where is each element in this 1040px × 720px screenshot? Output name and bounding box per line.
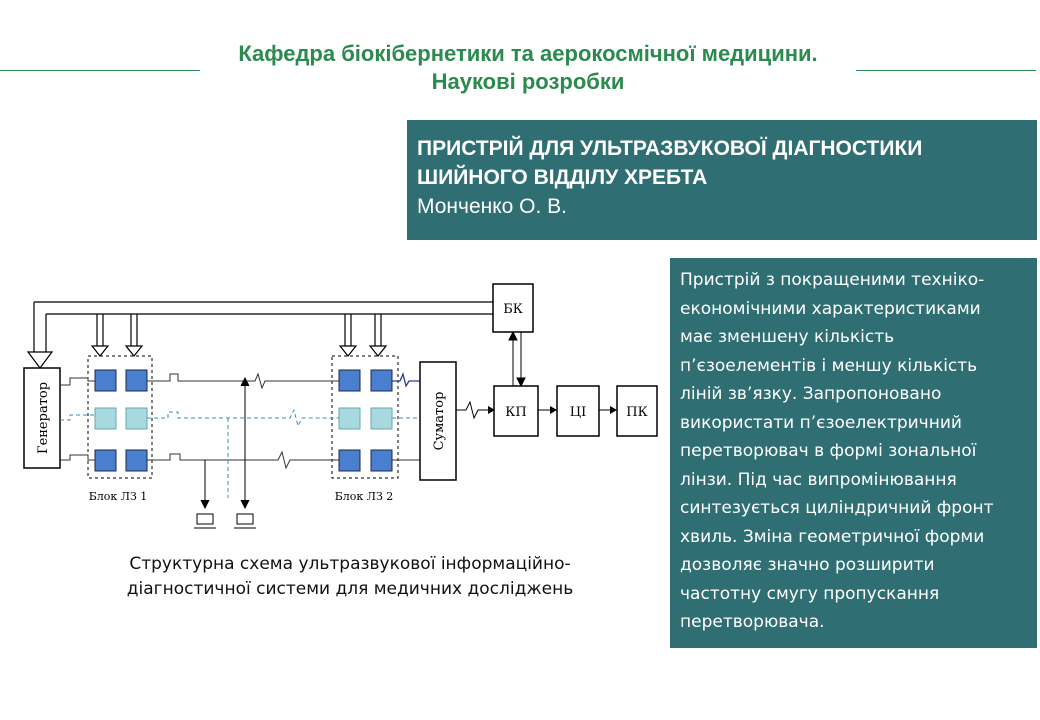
element-dark	[370, 369, 393, 392]
arrow-to-generator	[26, 351, 54, 369]
description-line: п’єзоелементів і меншу кількість	[680, 355, 978, 376]
description-line: Пристрій з покращеними техніко-	[680, 270, 985, 290]
element-dark	[94, 449, 117, 472]
description-line: перетворювач в формі зональної	[680, 441, 977, 461]
kp-block	[493, 385, 539, 437]
element-light	[94, 407, 117, 430]
header-title: Кафедра біокібернетики та аерокосмічної …	[200, 40, 856, 96]
kp-label: КП	[505, 405, 526, 420]
delay-elements	[94, 369, 393, 472]
description-line: ліній зв’язку. Запропоновано	[680, 384, 942, 404]
summator-to-kp	[456, 400, 494, 420]
bk-kp-link	[508, 330, 526, 388]
header-title-line1: Кафедра біокібернетики та аерокосмічної …	[238, 41, 818, 66]
pk-label: ПК	[626, 405, 647, 420]
element-dark	[338, 449, 361, 472]
caption-line1: Структурна схема ультразвукової інформац…	[129, 554, 571, 574]
description-line: має зменшену кількість	[680, 327, 895, 347]
summator-block	[419, 361, 457, 481]
invention-title-box: ПРИСТРІЙ ДЛЯ УЛЬТРАЗВУКОВОЇ ДІАГНОСТИКИ …	[407, 120, 1037, 240]
block-lz2	[331, 355, 399, 479]
output-terminals	[194, 513, 256, 529]
description-line: дозволяє значно розширити	[680, 555, 935, 575]
summator-label: Суматор	[432, 392, 447, 451]
element-dark	[125, 449, 148, 472]
element-dark	[338, 369, 361, 392]
tsi-block	[556, 385, 600, 437]
element-light	[338, 407, 361, 430]
element-dark	[94, 369, 117, 392]
diagram-caption: Структурна схема ультразвукової інформац…	[60, 552, 640, 602]
signal-lines	[60, 371, 420, 498]
element-light	[370, 407, 393, 430]
pk-block	[616, 385, 658, 437]
element-light	[125, 407, 148, 430]
block-lz1	[87, 355, 153, 479]
description-line: перетворювача.	[680, 612, 825, 632]
caption-line2: діагностичної системи для медичних дослі…	[126, 579, 574, 599]
element-dark	[125, 369, 148, 392]
invention-title-line2: ШИЙНОГО ВІДДІЛУ ХРЕБТА	[417, 166, 708, 189]
header-title-line2: Наукові розробки	[431, 69, 625, 94]
author-name: Монченко О. В.	[417, 195, 568, 218]
block-diagram: Генератор Блок ЛЗ 1 Блок ЛЗ 2	[23, 283, 658, 529]
probe-lines	[200, 376, 250, 510]
description-line: синтезується циліндричний фронт	[680, 498, 994, 518]
generator-label: Генератор	[36, 382, 51, 454]
description-line: лінзи. Під час випромінювання	[680, 469, 957, 490]
description-line: використати п’єзоелектричний	[680, 412, 962, 433]
element-dark	[370, 449, 393, 472]
description-line: хвиль. Зміна геометричної форми	[680, 526, 985, 547]
description-box: Пристрій з покращеними техніко- економіч…	[670, 258, 1037, 648]
tsi-label: ЦІ	[570, 405, 586, 420]
block-lz2-label: Блок ЛЗ 2	[335, 490, 394, 503]
bk-label: БК	[503, 302, 523, 317]
generator-block	[23, 367, 61, 469]
invention-title-line1: ПРИСТРІЙ ДЛЯ УЛЬТРАЗВУКОВОЇ ДІАГНОСТИКИ	[417, 137, 923, 160]
block-lz1-label: Блок ЛЗ 1	[89, 490, 148, 503]
description-line: частотну смугу пропускання	[680, 583, 940, 604]
header-divider-right	[856, 70, 1036, 71]
description-line: економічними характеристиками	[680, 298, 981, 319]
header-divider-left	[0, 70, 200, 71]
